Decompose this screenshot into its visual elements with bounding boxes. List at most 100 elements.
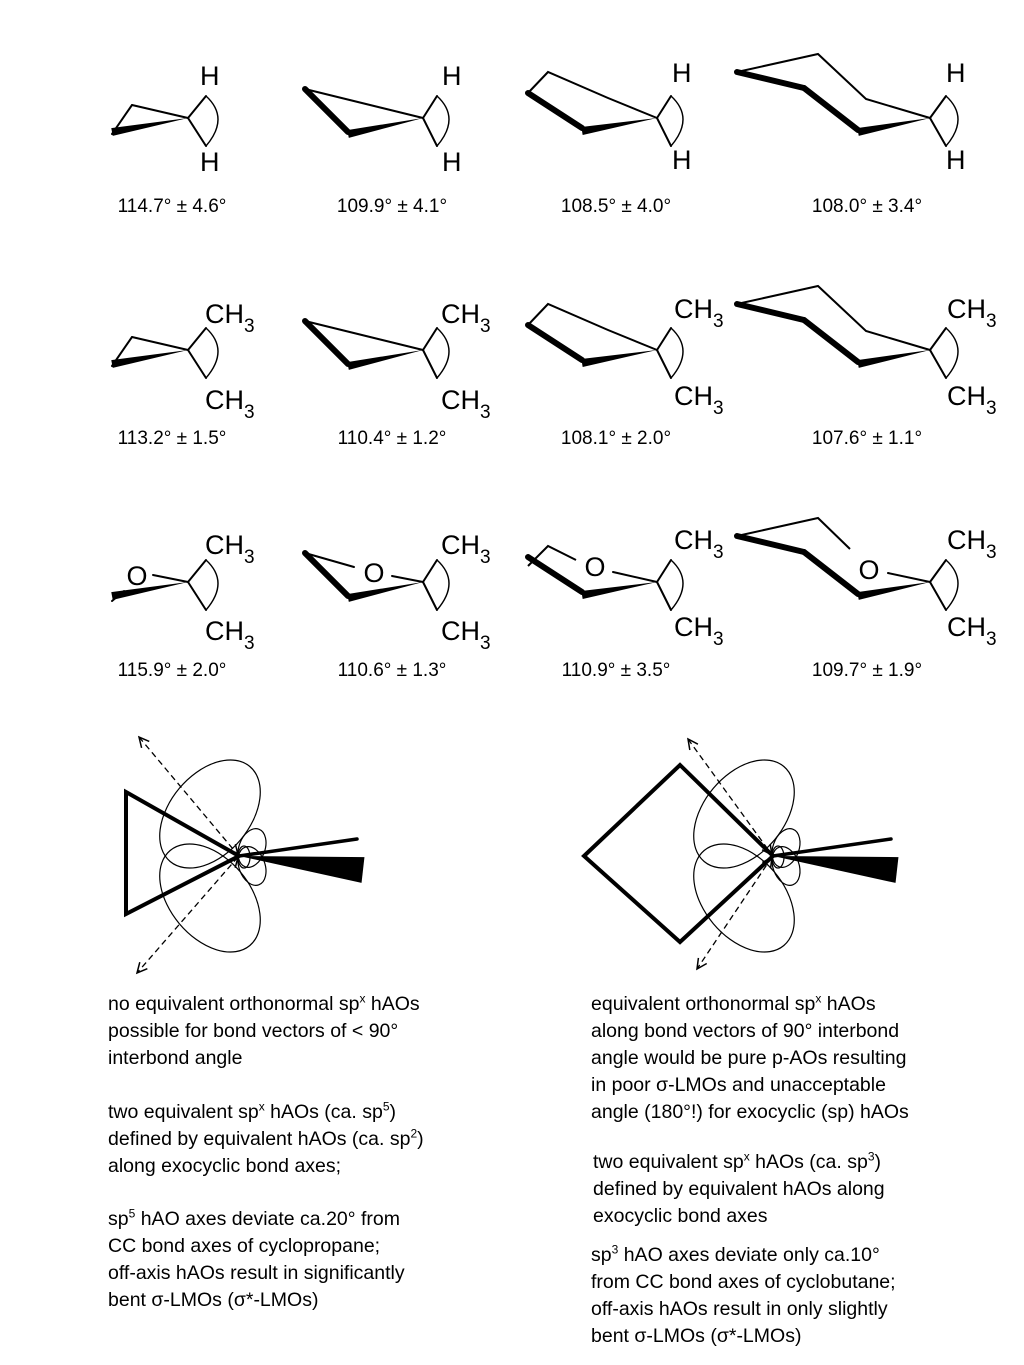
bold-ring-bond xyxy=(525,90,585,131)
substituent-bond xyxy=(422,95,438,119)
hao-axis-arrowhead xyxy=(761,843,773,857)
hao-axis-arrowhead xyxy=(227,843,240,857)
hao-axis-arrowhead xyxy=(696,957,708,971)
caption-line: interbond angle xyxy=(108,1045,420,1072)
substituent-bond xyxy=(187,559,207,583)
bold-ring-bond xyxy=(734,301,807,323)
caption-line: in poor σ-LMOs and unacceptable xyxy=(591,1072,909,1099)
angle-value: 108.1° ± 2.0° xyxy=(561,428,671,449)
hydrogen-label: H xyxy=(946,145,966,175)
ring-bond xyxy=(152,574,189,583)
caption-line: angle (180°!) for exocyclic (sp) hAOs xyxy=(591,1099,909,1126)
hao-axis-lower xyxy=(696,856,773,970)
caption-text: no equivalent orthonormal sp xyxy=(108,993,360,1015)
ring-oxygen-label: O xyxy=(858,555,879,585)
ch3-subscript: 3 xyxy=(713,398,724,419)
caption-text: two equivalent sp xyxy=(108,1101,259,1123)
methyl-label: CH3 xyxy=(441,299,491,337)
caption-text: ) xyxy=(417,1128,424,1150)
ch3-subscript: 3 xyxy=(244,547,255,568)
caption-text: hAOs (ca. sp xyxy=(749,1151,868,1173)
ch3-subscript: 3 xyxy=(244,316,255,337)
angle-value: 107.6° ± 1.1° xyxy=(812,428,922,449)
hao-axis-arrowhead xyxy=(761,855,773,869)
hao-axis-lower xyxy=(136,856,239,974)
substituent-bond xyxy=(656,95,672,119)
substituent-bond xyxy=(929,117,947,147)
caption-text: hAOs (ca. sp xyxy=(264,1101,383,1123)
angle-value: 109.7° ± 1.9° xyxy=(812,660,922,681)
caption-text: possible for bond vectors of < 90° xyxy=(108,1020,399,1042)
bold-ring-bond xyxy=(801,549,861,597)
wedge-bond xyxy=(581,350,657,367)
angle-value: 110.4° ± 1.2° xyxy=(338,428,447,449)
hao-axis-arrowhead xyxy=(137,735,150,749)
bold-ring-bond xyxy=(734,533,807,555)
bold-ring-bond xyxy=(801,85,861,133)
caption-line: sp5 hAO axes deviate ca.20° from xyxy=(108,1206,405,1233)
bold-ring-bond xyxy=(302,550,351,599)
ch3-subscript: 3 xyxy=(480,547,491,568)
caption-text: from CC bond axes of cyclobutane; xyxy=(591,1271,896,1293)
exocyclic-wedge-bond xyxy=(773,856,899,883)
substituent-bond xyxy=(656,559,672,583)
substituent-bond xyxy=(929,327,947,351)
hydrogen-label: H xyxy=(672,145,692,175)
ring-bond xyxy=(612,571,658,583)
ring-bond xyxy=(887,572,931,583)
hydrogen-label: H xyxy=(672,58,692,88)
wedge-bond xyxy=(347,582,423,602)
caption-left-p2: two equivalent spx hAOs (ca. sp5)defined… xyxy=(108,1099,424,1180)
substituent-bond xyxy=(422,581,438,611)
orbital-lobe-upper-large xyxy=(693,759,795,869)
wedge-bond xyxy=(857,350,930,368)
angle-value: 108.5° ± 4.0° xyxy=(561,196,671,217)
substituent-bond xyxy=(422,349,438,379)
wedge-bond xyxy=(111,582,188,600)
caption-text: angle would be pure p-AOs resulting xyxy=(591,1047,907,1069)
caption-superscript: 5 xyxy=(128,1206,136,1221)
caption-line: two equivalent spx hAOs (ca. sp3) xyxy=(593,1149,885,1176)
caption-text: along bond vectors of 90° interbond xyxy=(591,1020,900,1042)
ring-outline xyxy=(736,516,851,550)
caption-text: bent σ-LMOs (σ*-LMOs) xyxy=(591,1325,802,1347)
methyl-label: CH3 xyxy=(674,294,724,332)
caption-text: exocyclic bond axes xyxy=(593,1205,768,1227)
interbond-angle-arc xyxy=(670,327,684,379)
caption-text: CC bond axes of cyclopropane; xyxy=(108,1235,381,1257)
ch3-subscript: 3 xyxy=(713,542,724,563)
interbond-angle-arc xyxy=(205,95,219,147)
caption-line: defined by equivalent hAOs (ca. sp2) xyxy=(108,1126,424,1153)
hydrogen-label: H xyxy=(442,61,462,91)
angle-value: 109.9° ± 4.1° xyxy=(337,196,447,217)
caption-superscript: x xyxy=(743,1149,750,1164)
caption-right-p2: two equivalent spx hAOs (ca. sp3)defined… xyxy=(593,1149,885,1230)
ring-bond xyxy=(304,320,424,351)
caption-superscript: x xyxy=(258,1099,265,1114)
ring-outline xyxy=(736,284,931,351)
angle-value: 108.0° ± 3.4° xyxy=(812,196,922,217)
bold-ring-bond xyxy=(302,318,351,367)
interbond-angle-arc xyxy=(945,95,959,147)
hao-axis-arrowhead xyxy=(687,737,699,751)
ch3-subscript: 3 xyxy=(713,311,724,332)
caption-text: equivalent orthonormal sp xyxy=(591,993,816,1015)
caption-line: exocyclic bond axes xyxy=(593,1203,885,1230)
caption-line: sp3 hAO axes deviate only ca.10° xyxy=(591,1242,896,1269)
caption-line: defined by equivalent hAOs along xyxy=(593,1176,885,1203)
cyclobutane-orbital-drawing xyxy=(581,737,899,971)
caption-text: angle (180°!) for exocyclic (sp) hAOs xyxy=(591,1101,909,1123)
caption-line: from CC bond axes of cyclobutane; xyxy=(591,1269,896,1296)
substituent-bond xyxy=(929,581,947,611)
caption-superscript: x xyxy=(359,991,366,1006)
cyclobutane-ring xyxy=(581,762,776,945)
wedge-bond xyxy=(347,350,423,370)
caption-text: sp xyxy=(108,1208,129,1230)
angle-value: 113.2° ± 1.5° xyxy=(118,428,227,449)
interbond-angle-arc xyxy=(670,95,684,147)
angle-value: 110.9° ± 3.5° xyxy=(562,660,671,681)
caption-line: off-axis hAOs result in significantly xyxy=(108,1260,405,1287)
